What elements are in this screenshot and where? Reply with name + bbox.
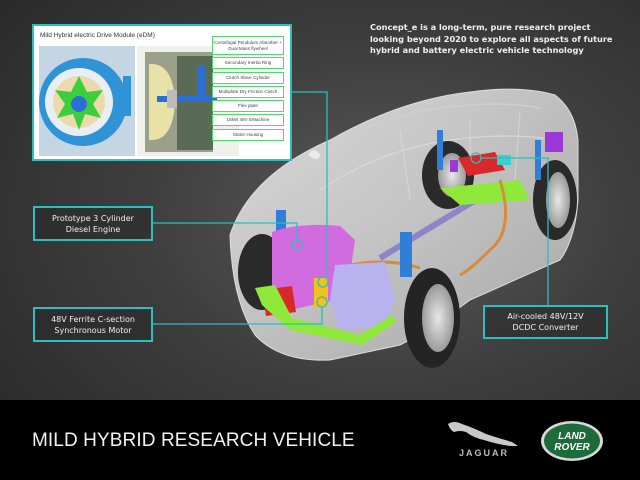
edm-front-view-image (39, 46, 135, 156)
callout-flex-plate: Flex plate (212, 100, 284, 112)
landrover-text-rover: ROVER (554, 442, 590, 453)
footer-bar: MILD HYBRID RESEARCH VEHICLE (0, 400, 640, 480)
callout-emachine: 15kW 48V EMachine (212, 114, 284, 126)
callout-clutch-slave-cylinder: Clutch Slave Cylinder (212, 72, 284, 84)
label-line: Air-cooled 48V/12V (507, 312, 584, 321)
label-line: Synchronous Motor (54, 325, 132, 335)
vehicle-illustration (153, 88, 579, 368)
callout-pendulum-absorber: Centrifugal Pendulum Absorber + Dual Mas… (212, 36, 284, 55)
inset-title: Mild Hybrid electric Drive Module (eDM) (40, 32, 155, 39)
intro-line: looking beyond 2020 to explore all aspec… (370, 33, 613, 44)
jaguar-leaper-icon (448, 422, 518, 446)
intro-text: Concept_e is a long-term, pure research … (370, 22, 630, 57)
intro-line: hybrid and battery electric vehicle tech… (370, 45, 584, 55)
label-line: 48V Ferrite C-section (51, 314, 135, 324)
landrover-text-land: LAND (558, 431, 586, 442)
jaguar-logo-text: JAGUAR (458, 448, 509, 458)
edm-inset-panel: Mild Hybrid electric Drive Module (eDM) (32, 24, 292, 161)
callout-stator-housing: Stator Housing (212, 129, 284, 141)
label-line: DCDC Converter (512, 323, 579, 332)
callout-secondary-inertia-ring: Secondary Inertia Ring (212, 57, 284, 69)
land-rover-logo-icon: LAND ROVER (541, 421, 603, 461)
label-diesel-engine: Prototype 3 Cylinder Diesel Engine (33, 206, 153, 241)
label-synchronous-motor: 48V Ferrite C-section Synchronous Motor (33, 307, 153, 342)
label-line: Diesel Engine (65, 224, 121, 234)
page-title: MILD HYBRID RESEARCH VEHICLE (32, 430, 355, 451)
diagram-stage: Concept_e is a long-term, pure research … (32, 22, 630, 368)
label-line: Prototype 3 Cylinder (52, 213, 134, 223)
label-dcdc-converter: Air-cooled 48V/12V DCDC Converter (483, 305, 608, 339)
intro-line: Concept_e is a long-term, pure research … (370, 22, 591, 32)
callout-multiplate-clutch: Multiplate Dry Friction Clutch (212, 86, 284, 98)
